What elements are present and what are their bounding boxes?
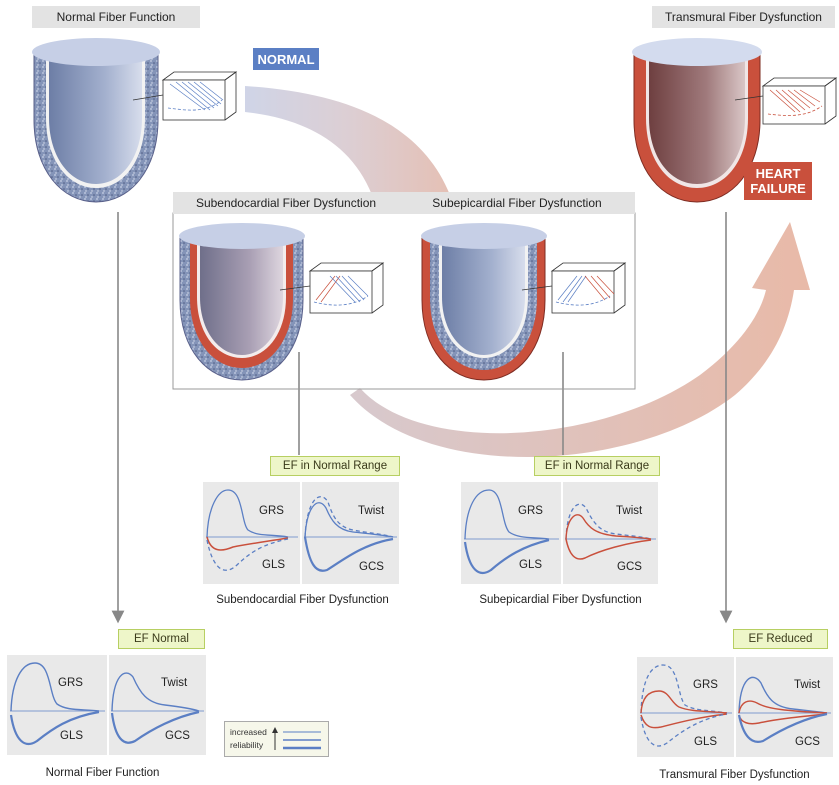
label-grs: GRS [518,505,543,517]
label-grs: GRS [693,679,718,691]
transition-arc-upper [245,86,450,195]
label-gls: GLS [60,730,84,742]
label-grs: GRS [58,677,83,689]
legend-text-increased: increased [230,727,267,737]
fiber-cube-subendo [279,262,385,314]
header-normal: Normal Fiber Function [32,6,200,28]
label-gcs: GCS [359,561,384,573]
fiber-cube-normal [132,71,238,121]
ef-label-subepi: EF in Normal Range [534,456,660,476]
heart-transmural [632,38,762,203]
strain-panel-subepi: GRS GLS Twist GCS [461,482,658,584]
label-gls: GLS [694,736,718,748]
heart-subendo [179,223,305,381]
heart-normal [32,38,160,203]
header-subepi: Subepicardial Fiber Dysfunction [399,192,635,214]
caption-transmural: Transmural Fiber Dysfunction [659,769,810,781]
caption-normal: Normal Fiber Function [45,767,160,779]
heart-subepi [421,223,547,381]
strain-panel-subendo: GRS GLS Twist GCS [203,482,399,584]
legend-arrow-icon [272,727,321,750]
label-twist: Twist [358,505,385,517]
ef-label-transmural: EF Reduced [733,629,828,649]
ef-label-subendo: EF in Normal Range [270,456,400,476]
legend-text-reliability: reliability [230,740,264,750]
label-gcs: GCS [617,561,642,573]
strain-panel-normal: GRS GLS Twist GCS [7,655,206,755]
label-twist: Twist [161,677,188,689]
label-gcs: GCS [795,736,820,748]
fiber-cube-subepi [521,262,627,314]
fiber-cube-transmural [734,77,838,125]
caption-subendo: Subendocardial Fiber Dysfunction [216,594,389,606]
label-gls: GLS [262,559,286,571]
label-gcs: GCS [165,730,190,742]
label-twist: Twist [794,679,821,691]
normal-badge: NORMAL [253,48,319,70]
ef-label-normal: EF Normal [118,629,205,649]
caption-subepi: Subepicardial Fiber Dysfunction [479,594,642,606]
label-grs: GRS [259,505,284,517]
heart-failure-badge: HEART FAILURE [744,162,812,200]
header-transmural: Transmural Fiber Dysfunction [652,6,835,28]
header-subendo: Subendocardial Fiber Dysfunction [173,192,399,214]
strain-panel-transmural: GRS GLS Twist GCS [637,657,833,757]
reliability-legend: increased reliability [224,721,329,757]
label-gls: GLS [519,559,543,571]
heart-failure-arrow [350,222,810,458]
label-twist: Twist [616,505,643,517]
